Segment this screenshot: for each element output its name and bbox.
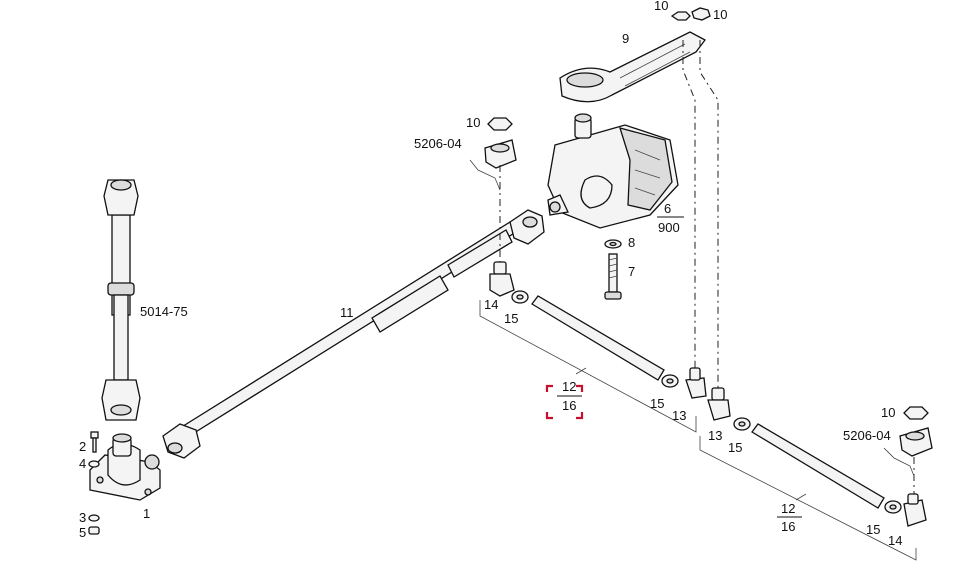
group-bracket-a: [479, 300, 697, 433]
label-14b[interactable]: 14: [888, 533, 902, 548]
nut-10c[interactable]: [487, 117, 513, 131]
mounting-bracket-5206a[interactable]: [484, 139, 517, 169]
bearing-bracket[interactable]: [89, 433, 161, 501]
label-10d[interactable]: 10: [881, 405, 895, 420]
nut-10a[interactable]: [670, 11, 691, 21]
label-3[interactable]: 3: [79, 510, 86, 525]
label-12b[interactable]: 12: [781, 501, 795, 516]
bracket-outline-a: [469, 159, 501, 191]
label-15c[interactable]: 15: [728, 440, 742, 455]
label-9[interactable]: 9: [622, 31, 629, 46]
label-15d[interactable]: 15: [866, 522, 880, 537]
label-16a[interactable]: 16: [562, 398, 576, 413]
label-13a[interactable]: 13: [672, 408, 686, 423]
label-5014-75[interactable]: 5014-75: [140, 304, 188, 319]
tie-rod-12a[interactable]: [531, 295, 665, 381]
label-7[interactable]: 7: [628, 264, 635, 279]
label-13b[interactable]: 13: [708, 428, 722, 443]
washer-3[interactable]: [88, 514, 100, 522]
intermediate-shaft[interactable]: [162, 209, 545, 459]
label-11[interactable]: 11: [340, 305, 354, 320]
label-10b[interactable]: 10: [713, 7, 727, 22]
leader-12a: [575, 367, 587, 375]
label-12a[interactable]: 12: [562, 379, 576, 394]
centerline-b: [682, 40, 696, 372]
ball-joint-13b[interactable]: [707, 387, 731, 421]
highlight-box[interactable]: [545, 384, 584, 420]
nut-10d[interactable]: [903, 406, 929, 420]
label-5[interactable]: 5: [79, 525, 86, 540]
label-16b[interactable]: 16: [781, 519, 795, 534]
clamp-15d[interactable]: [884, 500, 902, 514]
label-2[interactable]: 2: [79, 439, 86, 454]
bolt-2[interactable]: [90, 431, 99, 453]
group-bracket-b: [699, 436, 917, 561]
label-5206b[interactable]: 5206-04: [843, 428, 891, 443]
clamp-15b[interactable]: [661, 374, 679, 388]
label-15b[interactable]: 15: [650, 396, 664, 411]
washer-8[interactable]: [604, 239, 622, 249]
bracket-outline-b: [883, 447, 915, 477]
nut-5[interactable]: [88, 526, 100, 535]
ball-joint-14b[interactable]: [903, 493, 927, 527]
label-4[interactable]: 4: [79, 456, 86, 471]
mounting-bracket-5206b[interactable]: [899, 427, 933, 457]
label-10a[interactable]: 10: [654, 0, 668, 13]
ball-joint-13a[interactable]: [685, 367, 707, 399]
clamp-15a[interactable]: [511, 290, 529, 304]
leader-12b: [795, 493, 807, 501]
label-5206a[interactable]: 5206-04: [414, 136, 462, 151]
label-14a[interactable]: 14: [484, 297, 498, 312]
label-10c[interactable]: 10: [466, 115, 480, 130]
bolt-7[interactable]: [604, 253, 622, 300]
clamp-15c[interactable]: [733, 417, 751, 431]
centerline-c: [699, 40, 719, 390]
nut-10b[interactable]: [691, 7, 711, 21]
label-8[interactable]: 8: [628, 235, 635, 250]
washer-4[interactable]: [88, 460, 100, 468]
steering-column-shaft[interactable]: [101, 179, 141, 421]
label-6[interactable]: 6: [664, 201, 671, 216]
label-1[interactable]: 1: [143, 506, 150, 521]
label-15a[interactable]: 15: [504, 311, 518, 326]
label-900[interactable]: 900: [658, 220, 680, 235]
tie-rod-12b[interactable]: [751, 423, 885, 509]
ball-joint-14a[interactable]: [489, 261, 515, 297]
steering-gearbox[interactable]: [547, 113, 679, 229]
